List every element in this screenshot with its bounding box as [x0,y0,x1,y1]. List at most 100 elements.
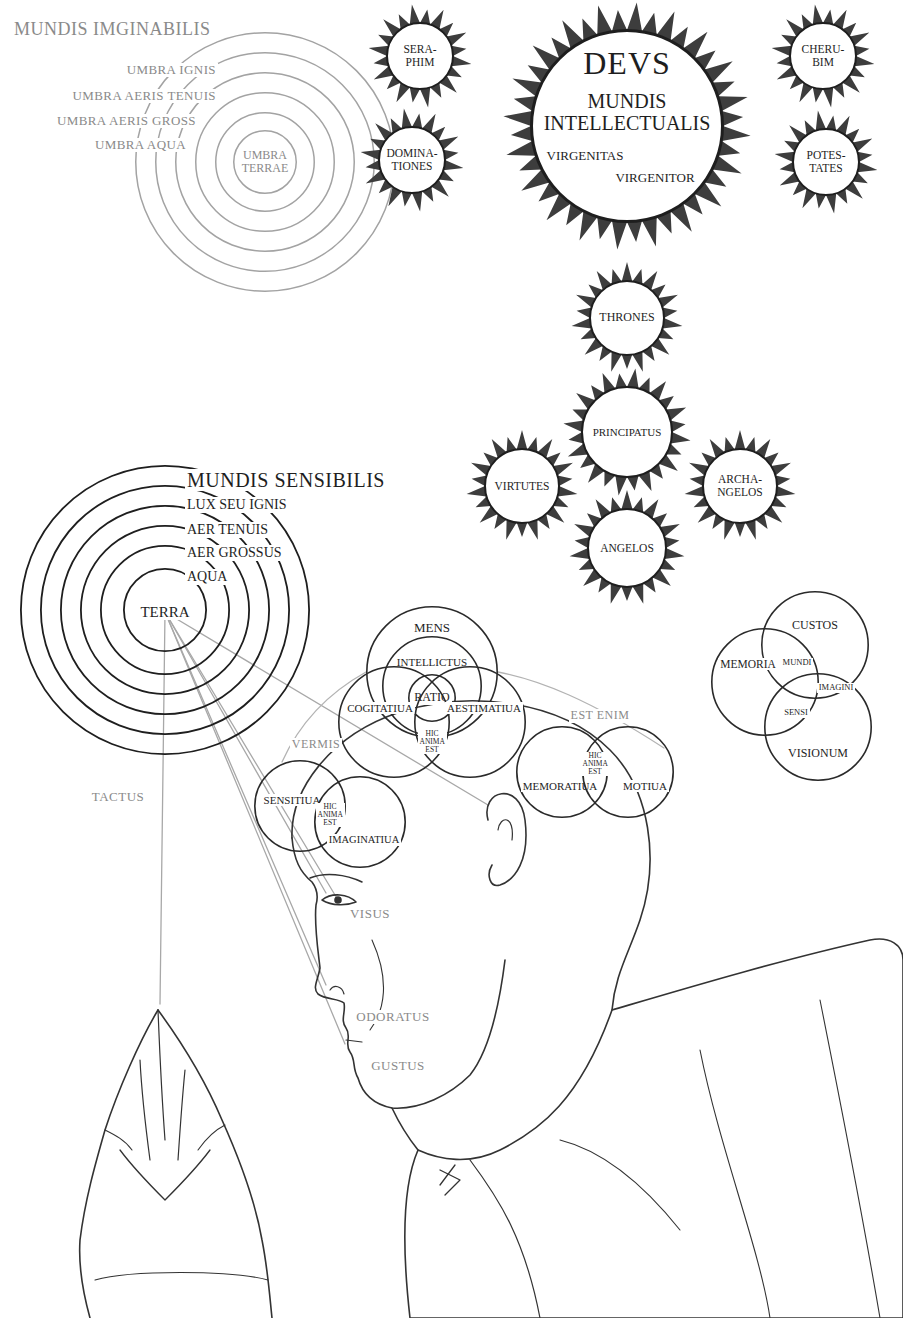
text-holder: MUNDIS INTELLECTUALIS [542,90,713,134]
shadow-sphere-ring: UMBRA AERIS TENUISUMBRA AERIS GROSSUMBRA… [175,72,355,252]
node-text: SENSITIUA [262,794,323,806]
circle-border [339,667,449,777]
text-holder: CUSTOS [790,619,840,632]
node-text: MUNDIS SENSIBILIS [185,469,387,491]
eye [322,895,356,905]
finger-line [140,1060,150,1160]
node-text: DEVS [581,46,673,81]
circle-border [61,506,269,714]
node-text: VISIONUM [786,747,850,760]
circle-border [21,466,309,754]
circle-border [383,637,481,735]
circle-border [387,23,453,89]
node-text: VIRTUTES [493,480,552,493]
node-text: AER GROSSUS [185,545,284,560]
rays [775,111,878,214]
finger-line [158,1010,165,1140]
rays [772,5,875,108]
text-holder: VIRGENITAS [545,149,626,163]
node-text: DOMINA- TIONES [384,147,439,172]
right-hand [158,1010,272,1318]
text-holder: AER TENUIS [185,522,270,537]
node-text: TERRA [138,604,191,621]
knuckle-line [105,1130,132,1150]
node-text: SERA- PHIM [401,43,438,68]
faculty-circle: AESTIMATIUA [414,666,526,778]
node-text: POTES- TATES [805,149,848,174]
text-holder: ARCHA- NGELOS [715,473,764,498]
element-sphere-ring: LUX SEU IGNIS AER TENUISAER GROSSUSAQUATE… [40,485,290,735]
text-holder: AER GROSSUS [185,545,284,560]
thumbs [120,1150,210,1200]
angelic-order-circle: CHERU- BIM [789,22,857,90]
shadow-sphere-ring: UMBRA AERIS GROSSUMBRA AQUAUMBRA TERRAE [195,92,335,232]
node-text: MUNDIS INTELLECTUALIS [542,90,713,134]
text-holder: VIRGENITOR [613,171,696,185]
circle-border [124,569,206,651]
sight-ray [165,612,338,900]
circle-border [790,23,856,89]
text-holder: MUNDIS SENSIBILIS [185,469,387,491]
text-holder: MOTIUA [621,780,669,792]
circle-outline [338,666,450,778]
circle-border [41,486,289,734]
circle-outline [414,666,526,778]
circle-border [762,592,868,698]
rays [570,490,685,604]
ear-inner [498,820,512,840]
annotation-label: IMAGINI [817,683,855,692]
text-holder: TACTUS [90,790,147,804]
node-text: MOTIUA [621,780,669,792]
text-holder: CHERU- BIM [800,43,847,68]
hearing-ray [165,612,488,805]
circle-border [367,607,497,737]
node-text: THRONES [597,311,656,324]
node-text: UMBRA AERIS TENUIS [71,89,218,103]
text-holder: COGITATIUA [345,702,415,714]
text-holder: INTELLICTUS [395,656,469,668]
circle-border [216,113,315,212]
rays [503,2,750,249]
node-text: LUX SEU IGNIS [185,497,289,512]
text-holder: UMBRA IGNIS [125,63,218,77]
circle-border [532,31,723,222]
node-text: INTELLICTUS [395,656,469,668]
annotation-label: ODORATUS [354,1010,431,1024]
collar-lacing [440,1165,460,1195]
circle-border [582,387,672,477]
text-holder: LUX SEU IGNIS [185,497,289,512]
shirt-fold [470,1160,540,1318]
node-text: MENS [412,621,452,635]
node-text: VIRGENITAS [545,149,626,163]
angelic-order-circle: DOMINA- TIONES [378,126,446,194]
element-sphere-ring: MUNDIS SENSIBILISLUX SEU IGNISAER TENUIS… [20,465,310,755]
pupil [335,897,341,903]
faculty-circle: MENSINTELLICTUSRATIO [366,606,498,738]
text-holder: VERMIS [290,738,342,751]
circle-border [703,449,777,523]
element-sphere-ring: AER GROSSUSAQUATERRA [80,525,250,695]
circle-border [156,53,375,272]
text-holder: THRONES [597,311,656,324]
angelic-order-circle: POTES- TATES [792,128,860,196]
shirt-fold [820,1000,880,1318]
text-holder: SERA- PHIM [401,43,438,68]
text-holder: DOMINA- TIONES [384,147,439,172]
text-holder: MUNDI [781,658,814,667]
shadow-sphere-ring: UMBRA TERRAE [233,130,297,194]
faculty-circle: INTELLICTUSRATIO [382,636,482,736]
text-holder: IMAGINATIUA [327,834,402,846]
text-holder: VISUS [348,907,392,921]
text-holder: ANGELOS [598,542,656,555]
node-text: VIRGENITOR [613,171,696,185]
taste-ray [165,612,345,1044]
eyebrow [310,875,362,882]
rays [369,5,472,108]
text-holder: UMBRA AQUA [93,138,188,152]
text-holder: POTES- TATES [805,149,848,174]
text-holder: UMBRA AERIS TENUIS [71,89,218,103]
angelic-order-circle: SERA- PHIM [386,22,454,90]
knuckle-line [198,1125,225,1150]
node-text: MUNDIS IMGINABILIS [12,20,213,40]
